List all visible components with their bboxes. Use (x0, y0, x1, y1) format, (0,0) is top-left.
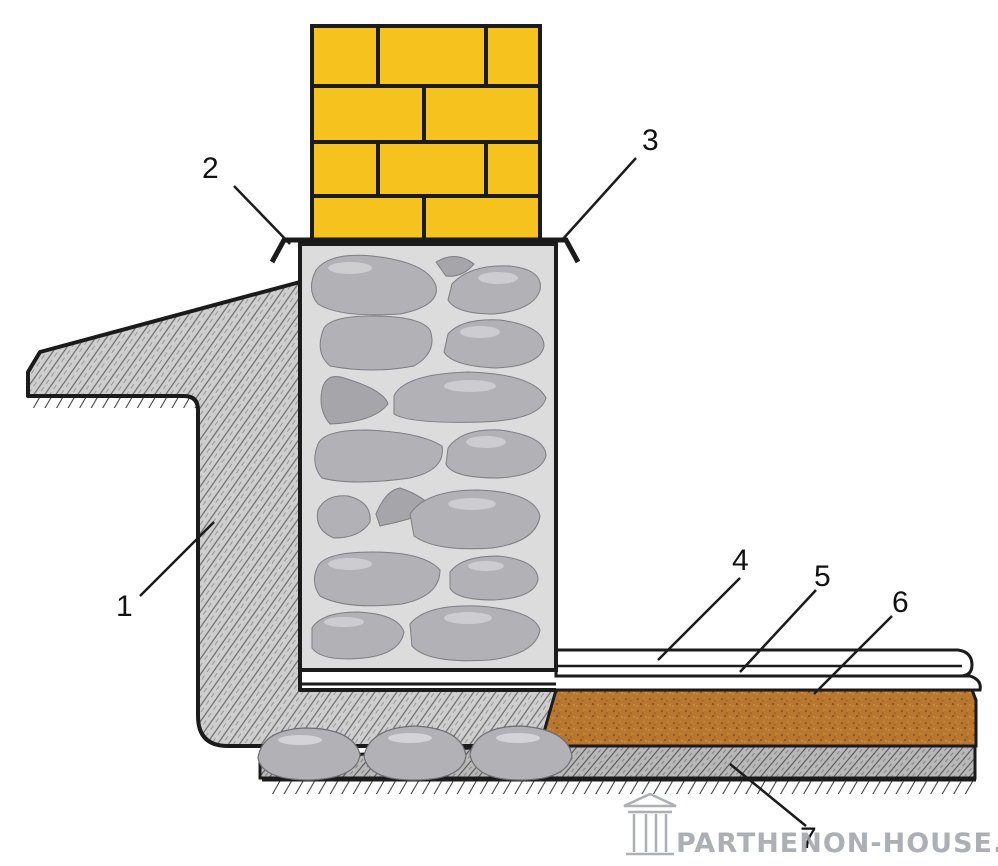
callout-numbers: 1 2 3 4 5 6 7 (116, 124, 909, 855)
leader-7 (729, 763, 807, 827)
waterproofing-cap (269, 237, 581, 264)
callout-number-2: 2 (202, 152, 219, 185)
leader-4 (657, 577, 741, 661)
callout-number-3: 3 (642, 124, 659, 157)
callout-number-6: 6 (892, 586, 909, 619)
callout-number-7: 7 (800, 822, 817, 855)
callout-number-5: 5 (814, 560, 831, 593)
callout-number-1: 1 (116, 590, 133, 623)
leader-lines (139, 157, 893, 827)
stone-highlights (324, 262, 518, 627)
watermark: PARTHENON-HOUSE.RU (623, 792, 998, 859)
leader-1 (139, 521, 215, 597)
leader-5 (739, 589, 817, 673)
watermark-text: PARTHENON-HOUSE.RU (676, 828, 998, 859)
callout-number-4: 4 (732, 544, 749, 577)
rubble-stone-plinth (298, 242, 558, 686)
leader-2 (233, 185, 291, 245)
drainage-boulders (257, 725, 573, 781)
leader-3 (561, 157, 637, 241)
brick-wall (310, 24, 542, 242)
temple-icon (623, 792, 677, 856)
leader-6 (813, 615, 893, 695)
